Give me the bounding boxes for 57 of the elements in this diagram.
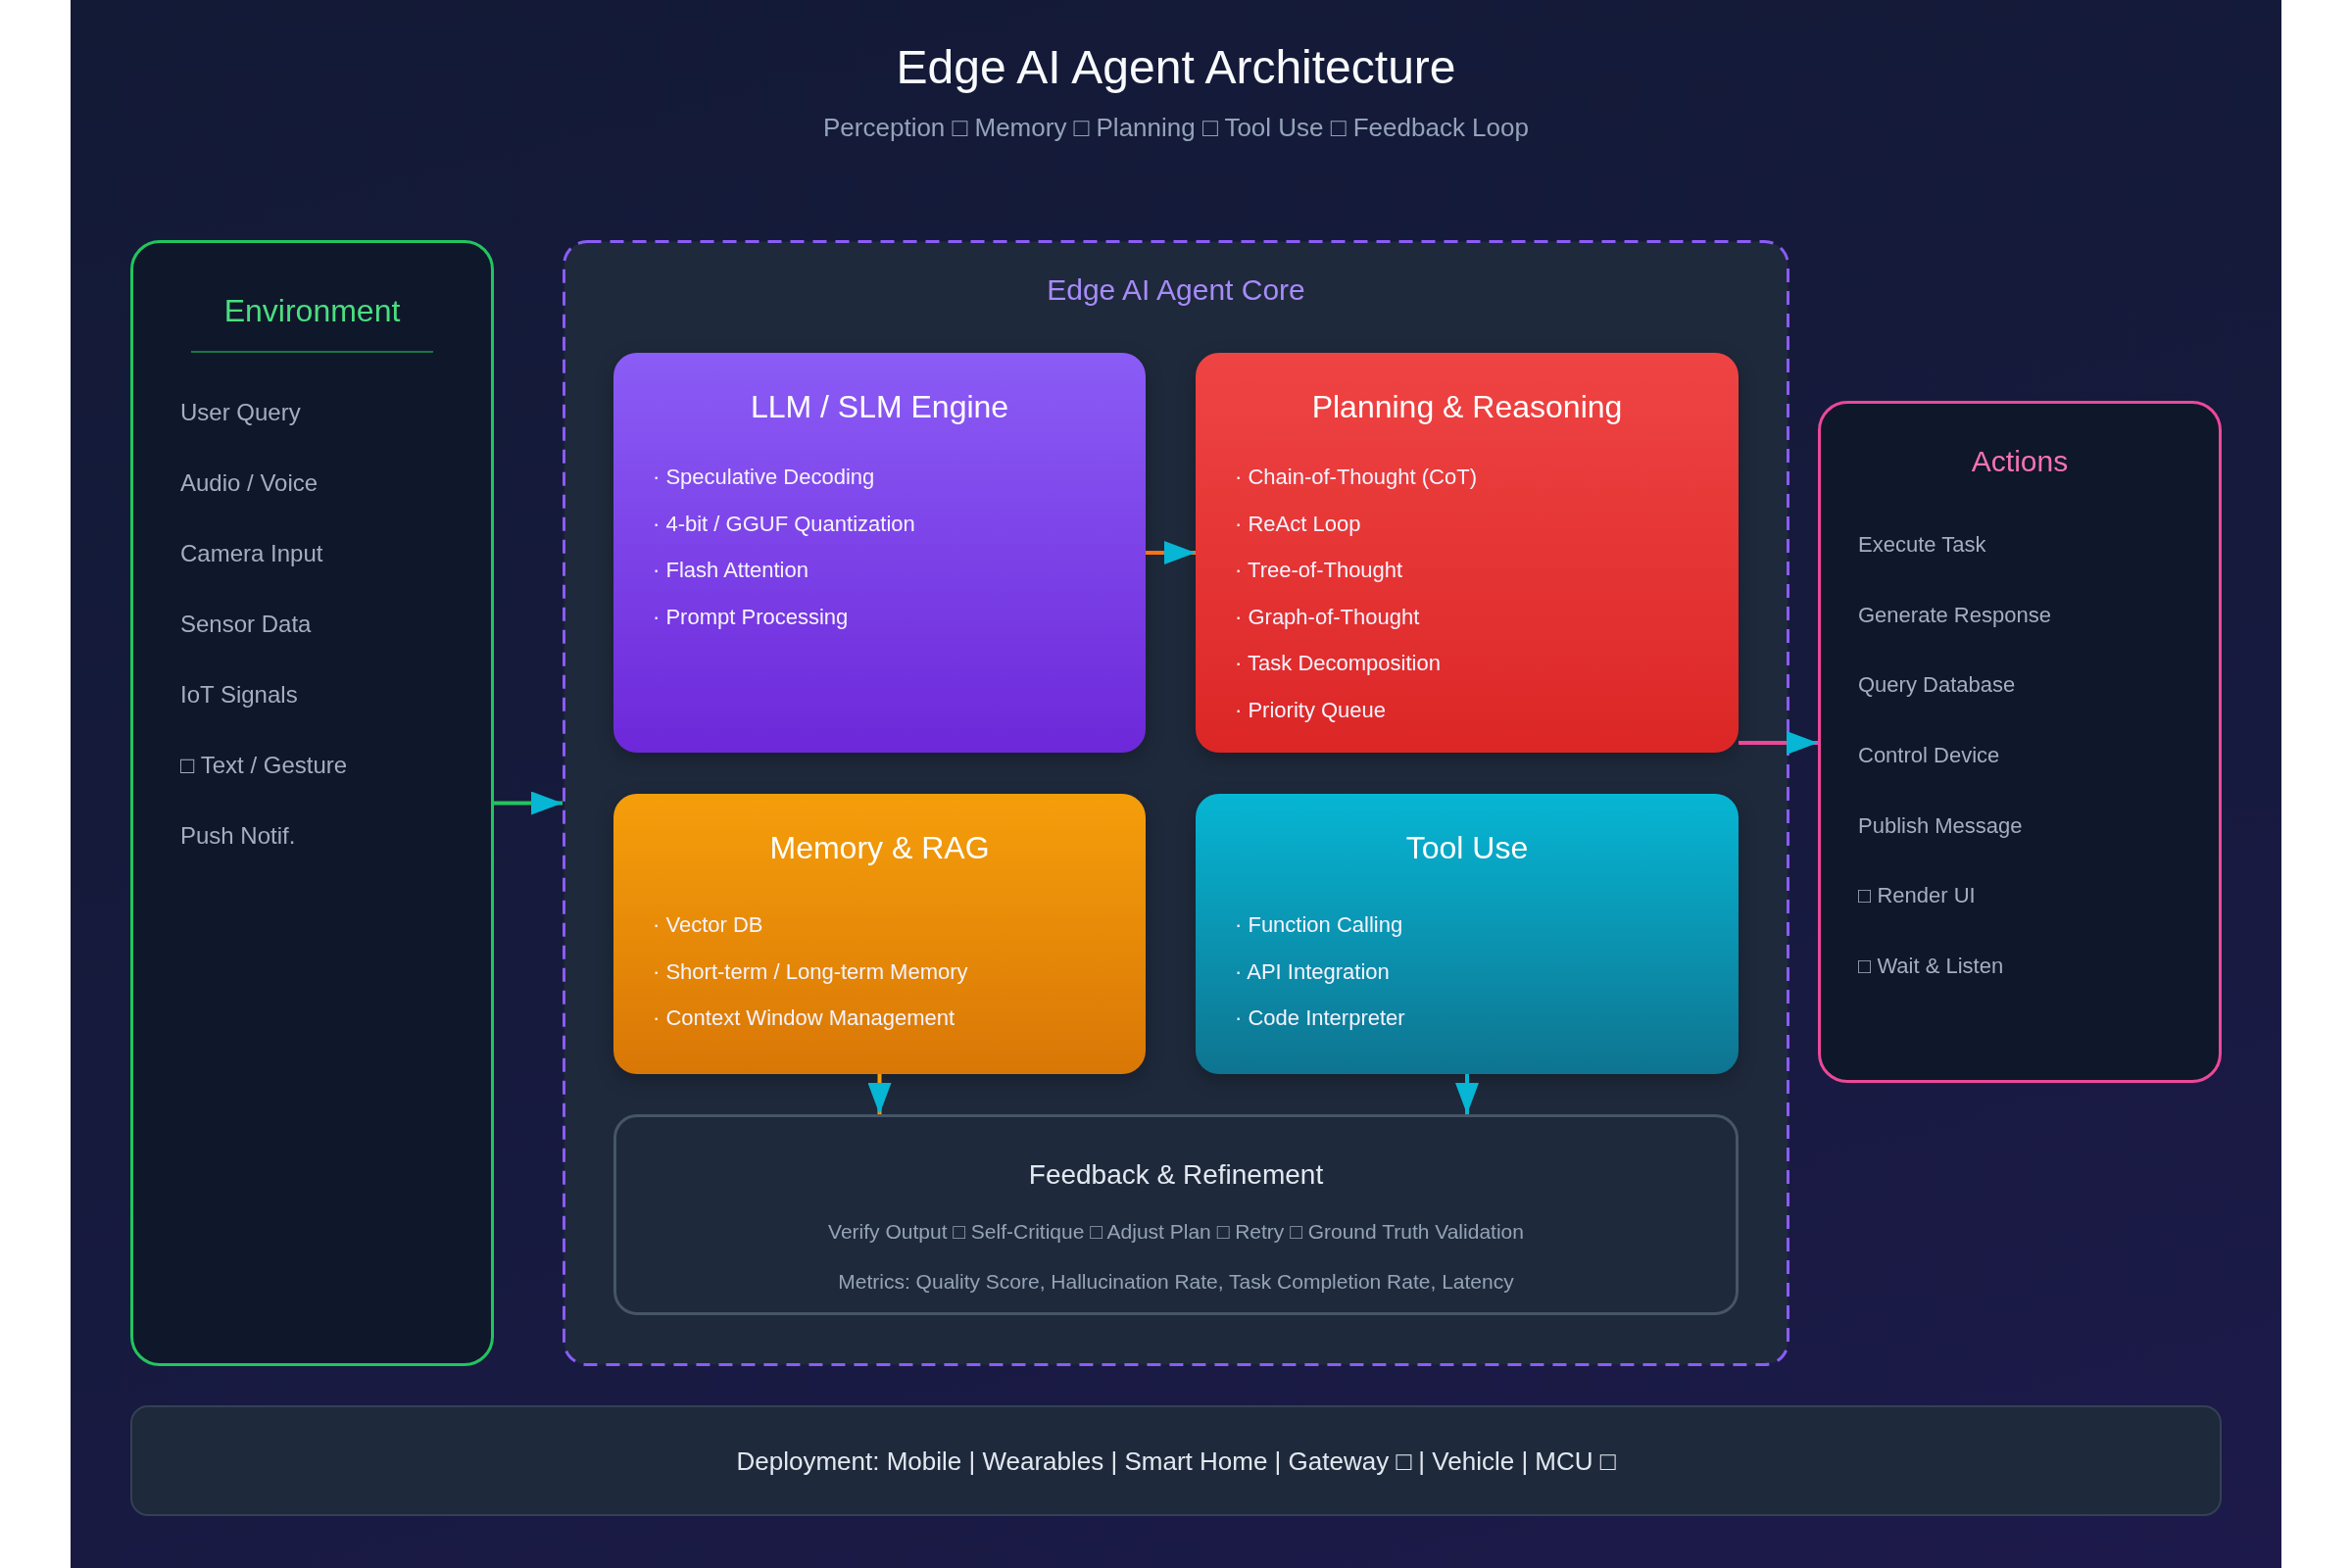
card-title: Planning & Reasoning	[1311, 388, 1623, 426]
side-panel	[130, 240, 494, 1366]
bullet-item: · Speculative Decoding	[653, 464, 875, 491]
module-card	[1196, 794, 1739, 1074]
bullet-item: · Context Window Management	[653, 1004, 956, 1032]
card-title: Memory & RAG	[769, 829, 990, 867]
card-title: Tool Use	[1405, 829, 1529, 867]
bullet-item: · Priority Queue	[1235, 696, 1387, 724]
list-item: Execute Task	[1858, 531, 1986, 559]
bullet-item: · 4-bit / GGUF Quantization	[653, 510, 915, 538]
bullet-item: · Function Calling	[1235, 911, 1403, 939]
card-title: LLM / SLM Engine	[750, 388, 1009, 426]
dashed-container	[563, 240, 1789, 1366]
panel-title: Actions	[1971, 444, 2069, 479]
module-card	[613, 794, 1146, 1074]
bullet-item: · Short-term / Long-term Memory	[653, 957, 968, 986]
note-text: Verify Output □ Self-Critique □ Adjust Plan □ Retry □ Ground Truth Validation	[828, 1219, 1524, 1245]
panel-title: Feedback & Refinement	[1028, 1158, 1324, 1192]
note-text: Metrics: Quality Score, Hallucination Rate, Task Completion Rate, Latency	[838, 1269, 1514, 1295]
list-item: Control Device	[1858, 742, 2000, 770]
module-card	[1196, 353, 1739, 753]
arrow	[494, 791, 563, 815]
footer-bar	[130, 1405, 2222, 1516]
footer-text: Deployment: Mobile | Wearables | Smart Home | Gateway □ | Vehicle | MCU □	[736, 1445, 1616, 1477]
list-item: □ Wait & Listen	[1858, 953, 2004, 981]
list-item: Camera Input	[180, 539, 323, 568]
list-item: IoT Signals	[180, 680, 298, 710]
bullet-item: · Code Interpreter	[1235, 1004, 1405, 1032]
bullet-item: · ReAct Loop	[1235, 510, 1361, 538]
outlined-panel	[613, 1114, 1739, 1315]
bullet-item: · API Integration	[1235, 957, 1390, 986]
list-item: Push Notif.	[180, 821, 296, 851]
bullet-item: · Tree-of-Thought	[1235, 557, 1403, 584]
bullet-item: · Graph-of-Thought	[1235, 603, 1420, 631]
list-item: Generate Response	[1858, 601, 2051, 629]
module-card	[613, 353, 1146, 753]
bullet-item: · Flash Attention	[653, 557, 808, 584]
panel-title: Environment	[223, 292, 401, 330]
list-item: Sensor Data	[180, 610, 312, 639]
subtitle: Perception □ Memory □ Planning □ Tool Use □ Feedback Loop	[823, 112, 1529, 144]
list-item: Query Database	[1858, 671, 2016, 700]
list-item: Audio / Voice	[180, 468, 318, 498]
arrow	[867, 1074, 892, 1114]
side-panel	[1818, 401, 2222, 1083]
list-item: □ Text / Gesture	[180, 751, 348, 780]
list-item: User Query	[180, 398, 301, 427]
bullet-item: · Chain-of-Thought (CoT)	[1235, 464, 1477, 491]
arrow	[1146, 541, 1196, 564]
arrow	[1455, 1074, 1479, 1114]
container-title: Edge AI Agent Core	[1047, 272, 1305, 308]
bullet-item: · Prompt Processing	[653, 603, 849, 631]
bullet-item: · Vector DB	[653, 911, 763, 939]
list-item: □ Render UI	[1858, 882, 1976, 910]
list-item: Publish Message	[1858, 811, 2023, 840]
bullet-item: · Task Decomposition	[1235, 650, 1441, 677]
arrow	[1739, 731, 1818, 755]
diagram-title: Edge AI Agent Architecture	[896, 40, 1456, 95]
